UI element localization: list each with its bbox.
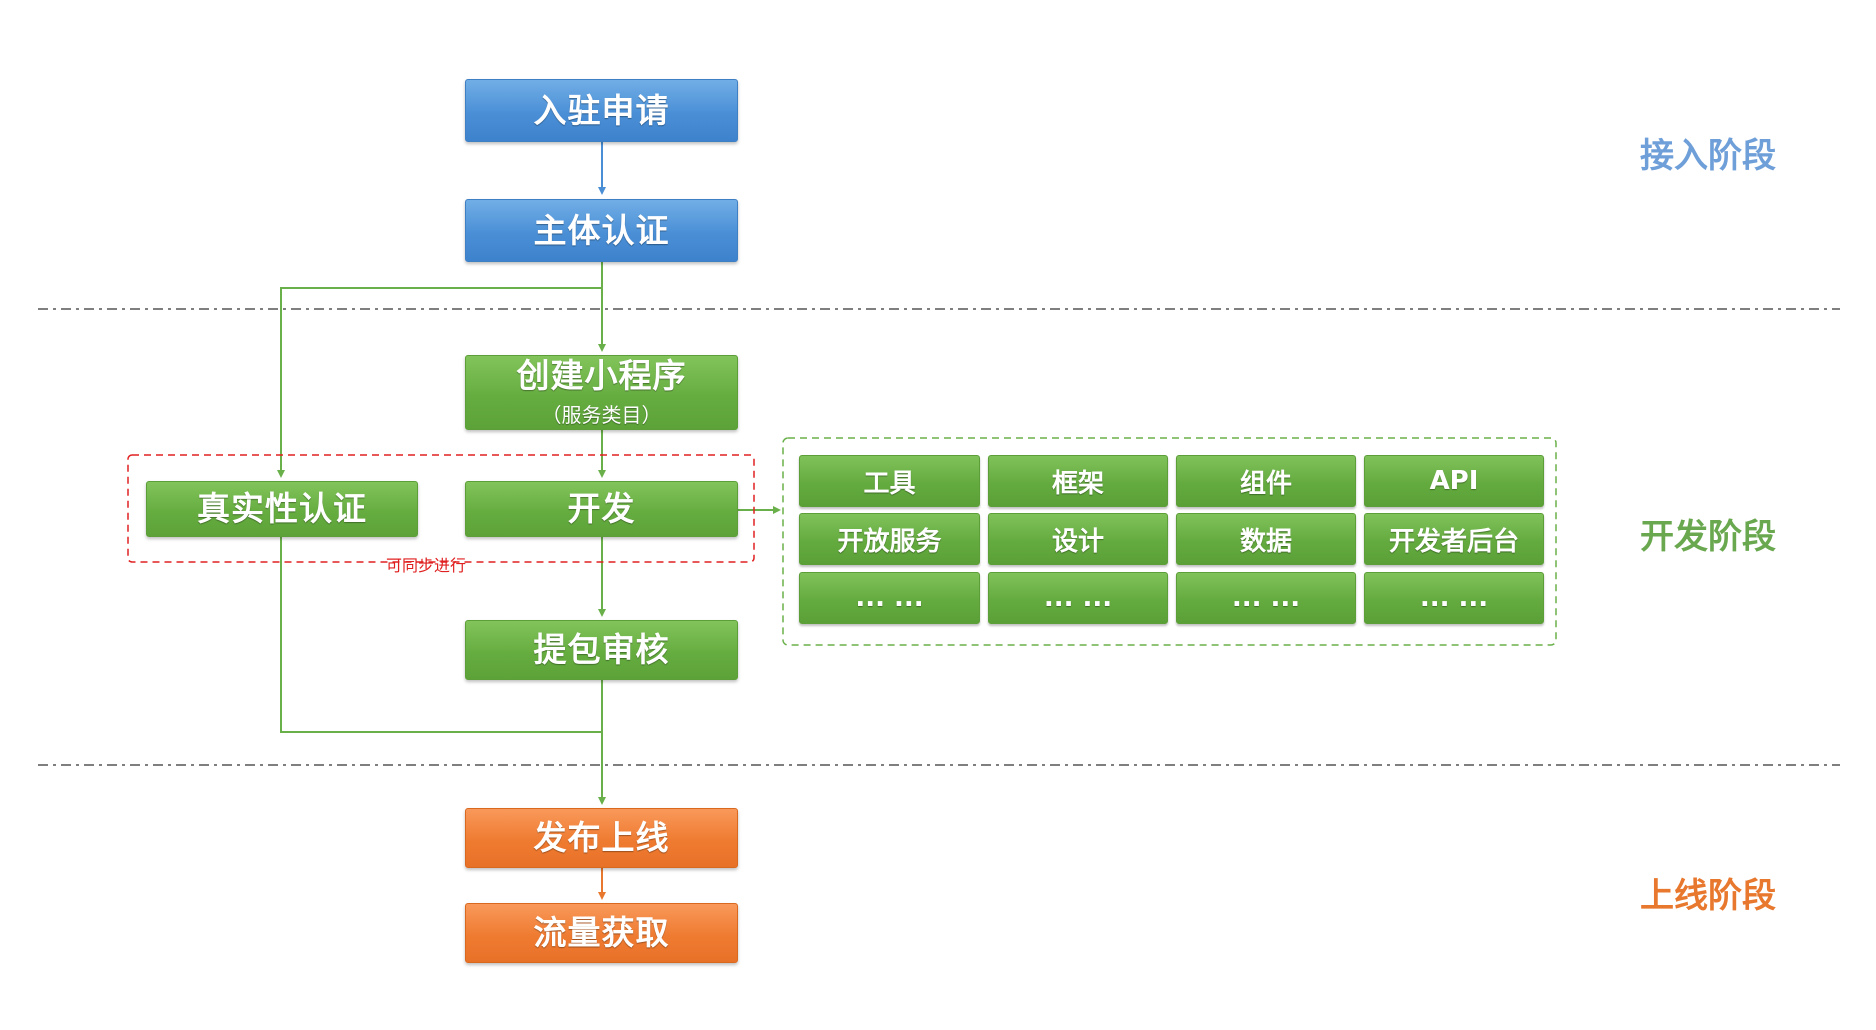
node-review-label: 提包审核 (533, 630, 670, 670)
dev-cell-more-4: ... ... (1364, 572, 1544, 624)
sync-group-border (127, 454, 755, 563)
dev-grid-border (782, 437, 1557, 646)
dev-cell-data: 数据 (1176, 513, 1356, 565)
dev-cell-framework: 框架 (988, 455, 1168, 507)
phase-label-access: 接入阶段 (1640, 136, 1776, 176)
node-auth-label: 主体认证 (533, 210, 670, 250)
node-create: 创建小程序 （服务类目） (465, 355, 738, 430)
node-realname: 真实性认证 (146, 481, 418, 537)
node-publish-label: 发布上线 (533, 818, 670, 858)
dev-cell-more-1: ... ... (799, 572, 980, 624)
node-apply: 入驻申请 (465, 79, 738, 142)
dev-cell-components: 组件 (1176, 455, 1356, 507)
node-develop-label: 开发 (567, 489, 636, 529)
node-create-sublabel: （服务类目） (541, 402, 662, 427)
dev-cell-design: 设计 (988, 513, 1168, 565)
dev-cell-dev-console: 开发者后台 (1364, 513, 1544, 565)
node-review: 提包审核 (465, 620, 738, 680)
green-connectors (277, 262, 781, 805)
node-develop: 开发 (465, 481, 738, 537)
node-publish: 发布上线 (465, 808, 738, 868)
node-create-label: 创建小程序 (516, 356, 687, 396)
phase-label-online: 上线阶段 (1640, 876, 1776, 916)
node-traffic: 流量获取 (465, 903, 738, 963)
sync-note: 可同步进行 (386, 556, 467, 575)
node-auth: 主体认证 (465, 199, 738, 262)
dev-cell-more-2: ... ... (988, 572, 1168, 624)
phase-label-dev: 开发阶段 (1640, 517, 1776, 557)
node-realname-label: 真实性认证 (197, 489, 367, 529)
dev-cell-api: API (1364, 455, 1544, 507)
dev-cell-more-3: ... ... (1176, 572, 1356, 624)
node-apply-label: 入驻申请 (533, 90, 670, 130)
node-traffic-label: 流量获取 (533, 913, 670, 953)
dev-cell-tools: 工具 (799, 455, 980, 507)
dev-cell-open-services: 开放服务 (799, 513, 980, 565)
